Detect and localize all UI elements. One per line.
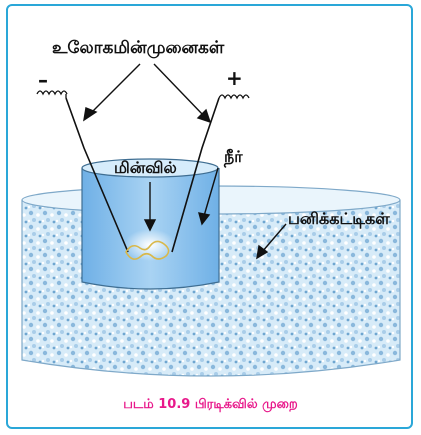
- annotation-arrows: [83, 63, 287, 260]
- negative-sign: –: [38, 68, 48, 92]
- figure-caption: படம் 10.9 பிரடிக்வில் முறை: [123, 397, 298, 412]
- electrode-wires: [65, 97, 220, 253]
- positive-sign: +: [226, 66, 243, 90]
- electrodes-label: உலோகமின்முனைகள்: [52, 38, 225, 58]
- arc-label: மின்வில்: [114, 158, 177, 177]
- ice-label: பனிக்கட்டிகள்: [288, 209, 390, 228]
- coil-right-icon: [218, 94, 250, 100]
- coil-left-icon: [36, 90, 68, 98]
- water-label: நீர்: [224, 147, 243, 166]
- electric-arc: [125, 240, 170, 260]
